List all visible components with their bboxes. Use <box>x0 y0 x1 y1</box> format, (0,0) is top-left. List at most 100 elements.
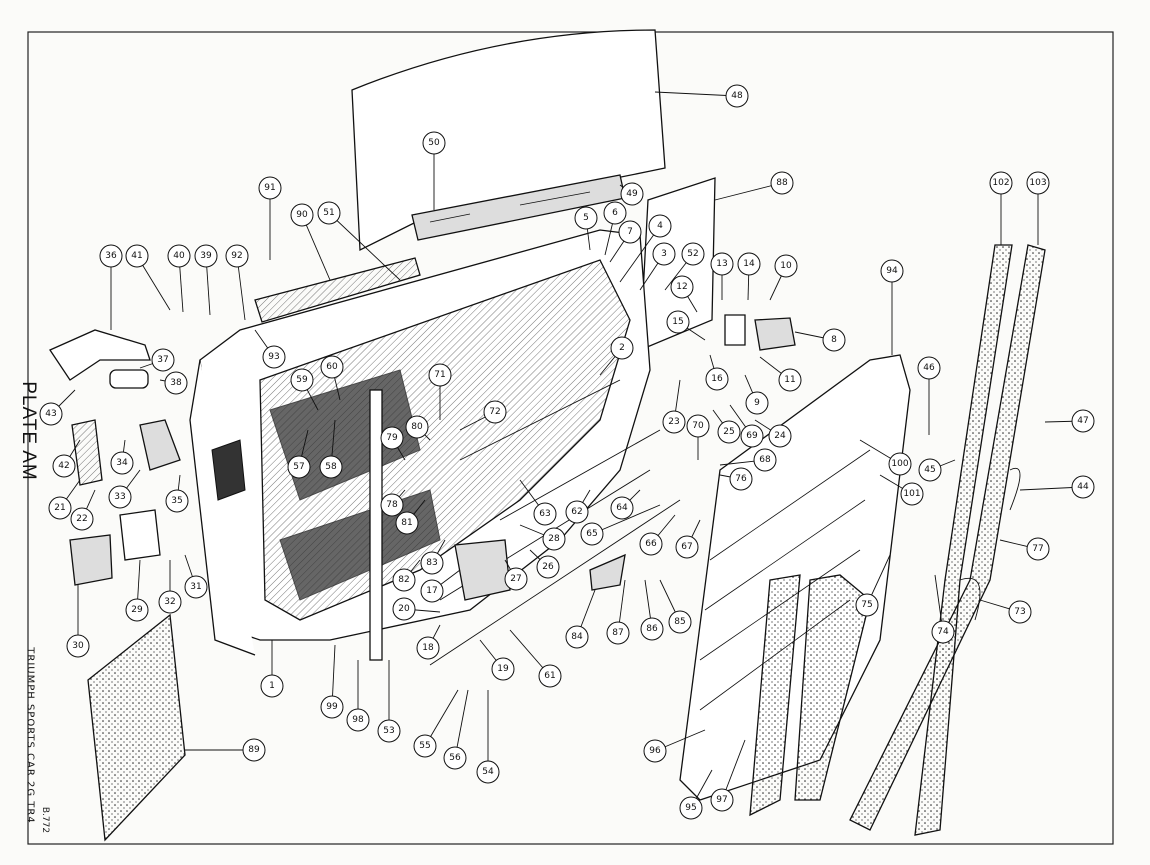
callout-22: 22 <box>70 489 96 531</box>
callout-circle <box>428 363 452 387</box>
vertical-channel <box>369 389 383 661</box>
callout-circle <box>167 244 191 268</box>
callout-circle <box>395 511 419 535</box>
callout-8: 8 <box>794 328 846 352</box>
callout-6: 6 <box>603 201 627 256</box>
callout-95: 95 <box>679 769 713 820</box>
channel-slots <box>429 191 591 223</box>
callout-1: 1 <box>260 640 284 698</box>
striker-plate <box>69 534 113 586</box>
callout-circle <box>476 760 500 784</box>
callout-circle <box>917 356 941 380</box>
callout-93: 93 <box>254 329 286 369</box>
callout-11: 11 <box>759 356 802 392</box>
callout-number: 87 <box>612 628 623 638</box>
callout-number: 92 <box>231 251 242 261</box>
callout-number: 83 <box>426 558 437 568</box>
callout-number: 9 <box>754 398 760 408</box>
callout-27: 27 <box>504 559 528 591</box>
callout-circle <box>491 657 515 681</box>
callout-circle <box>392 597 416 621</box>
seal-102 <box>914 244 1013 836</box>
callout-circle <box>648 214 672 238</box>
callout-number: 76 <box>735 474 747 484</box>
callout-circle <box>536 555 560 579</box>
callout-number: 78 <box>386 500 398 510</box>
callout-82: 82 <box>392 559 421 592</box>
callout-number: 73 <box>1014 607 1025 617</box>
callout-number: 36 <box>105 251 117 261</box>
callout-number: 48 <box>731 91 743 101</box>
callout-54: 54 <box>476 690 500 784</box>
callout-67: 67 <box>675 519 701 559</box>
spring <box>71 419 103 486</box>
callout-circle <box>108 485 132 509</box>
callout-circle <box>290 203 314 227</box>
callout-number: 54 <box>482 767 494 777</box>
callout-circle <box>320 695 344 719</box>
callout-number: 2 <box>619 343 625 353</box>
callout-circle <box>483 400 507 424</box>
cover-panel <box>87 613 186 842</box>
callout-number: 14 <box>743 259 755 269</box>
callout-number: 40 <box>173 251 185 261</box>
callout-69: 69 <box>729 404 764 448</box>
callout-circle <box>443 746 467 770</box>
callout-number: 84 <box>571 632 583 642</box>
callout-leader <box>454 689 469 759</box>
callout-7: 7 <box>609 220 642 263</box>
plate-border <box>27 31 1114 845</box>
callout-circle <box>420 551 444 575</box>
callout-62: 62 <box>565 489 591 524</box>
callout-circle <box>603 201 627 225</box>
callout-65: 65 <box>580 504 661 546</box>
striker-block <box>119 509 161 561</box>
callout-circle <box>679 796 703 820</box>
callout-43: 43 <box>39 389 76 426</box>
top-moulding <box>254 257 421 323</box>
callout-circle <box>745 391 769 415</box>
callout-circle <box>39 402 63 426</box>
callout-circle <box>774 254 798 278</box>
callout-circle <box>574 206 598 230</box>
callout-circle <box>725 84 749 108</box>
callout-number: 22 <box>76 514 87 524</box>
lock-body <box>139 419 181 471</box>
callout-number: 70 <box>692 421 704 431</box>
callout-90: 90 <box>290 203 331 281</box>
callout-42: 42 <box>52 439 81 478</box>
callout-number: 5 <box>583 213 589 223</box>
plate-caption: TRIUMPH SPORTS CAR 2G TR4 <box>24 647 36 824</box>
callout-number: 24 <box>774 431 786 441</box>
callout-29: 29 <box>125 559 149 622</box>
callout-70: 70 <box>686 414 710 460</box>
callout-circle <box>1071 409 1095 433</box>
callout-46: 46 <box>917 356 941 435</box>
callout-36: 36 <box>99 244 123 330</box>
callout-4: 4 <box>619 214 672 283</box>
callout-52: 52 <box>664 242 705 291</box>
callout-24: 24 <box>754 419 792 448</box>
callout-83: 83 <box>420 539 446 575</box>
callout-number: 53 <box>383 726 394 736</box>
callout-circle <box>710 788 734 812</box>
callout-38: 38 <box>159 371 188 395</box>
callout-number: 77 <box>1032 544 1043 554</box>
callout-number: 68 <box>759 455 771 465</box>
callout-circle <box>900 482 924 506</box>
callout-number: 89 <box>248 745 260 755</box>
callout-3: 3 <box>639 242 676 291</box>
callout-number: 88 <box>776 178 788 188</box>
callout-53: 53 <box>377 660 401 743</box>
callout-56: 56 <box>443 689 469 770</box>
callout-circle <box>416 636 440 660</box>
callout-35: 35 <box>165 474 189 513</box>
callout-47: 47 <box>1044 409 1095 433</box>
callout-circle <box>225 244 249 268</box>
callout-circle <box>66 634 90 658</box>
callout-55: 55 <box>413 689 459 758</box>
callout-101: 101 <box>879 474 924 506</box>
callout-circle <box>662 410 686 434</box>
callout-16: 16 <box>705 354 729 391</box>
callout-60: 60 <box>320 355 344 401</box>
